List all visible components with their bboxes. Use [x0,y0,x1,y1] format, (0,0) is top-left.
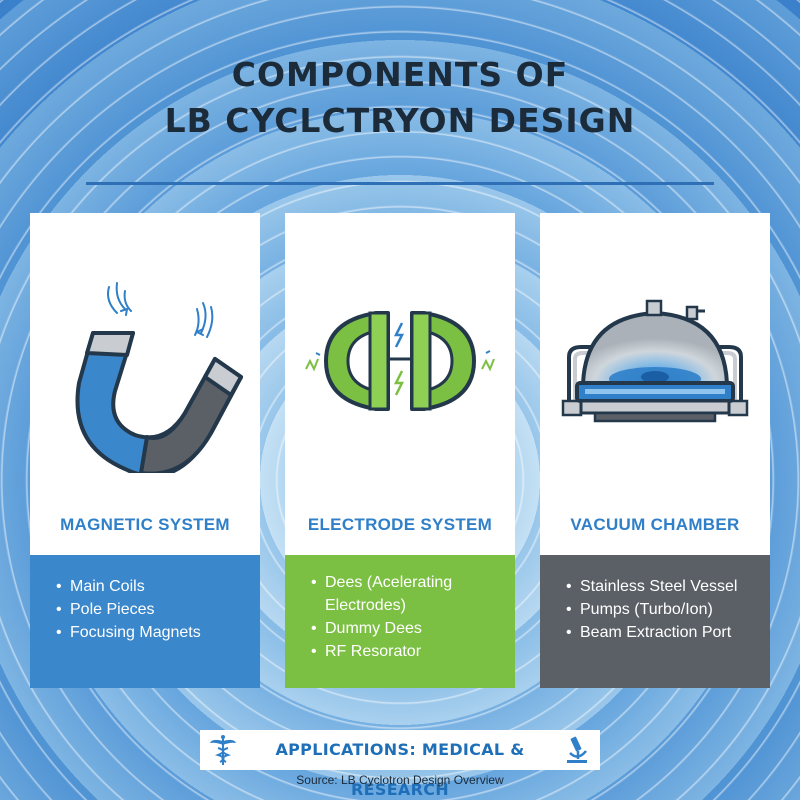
list-item: Dees (Acelerating [311,571,515,594]
title-divider [86,182,714,185]
card-list-band: Dees (Acelerating Electrodes) Dummy Dees… [285,555,515,688]
title-line-2: LB CYCLCTRYON DESIGN [164,101,636,140]
list-item: Focusing Magnets [56,621,260,644]
vacuum-chamber-icon [555,273,755,473]
source-caption: Source: LB Cyclotron Design Overview [296,773,504,787]
list-item: Stainless Steel Vessel [566,575,770,598]
card-list-band: Main Coils Pole Pieces Focusing Magnets [30,555,260,688]
list-item: Dummy Dees [311,617,515,640]
list-item: Pumps (Turbo/Ion) [566,598,770,621]
title-line-1: COMPONENTS OF [231,55,569,94]
list-item-continued: Electrodes) [325,597,406,614]
list-item: Pole Pieces [56,598,260,621]
component-list: Main Coils Pole Pieces Focusing Magnets [56,575,260,644]
card-heading: VACUUM CHAMBER [570,515,740,534]
component-list: Stainless Steel Vessel Pumps (Turbo/Ion)… [566,575,770,644]
card-electrode-system: ELECTRODE SYSTEM Dees (Acelerating Elect… [285,213,515,688]
dee-electrodes-icon [300,273,500,473]
list-item: RF Resorator [311,640,515,663]
card-vacuum-chamber: VACUUM CHAMBER Stainless Steel Vessel Pu… [540,213,770,688]
caduceus-icon [208,734,238,766]
list-item: Beam Extraction Port [566,621,770,644]
component-list: Dees (Acelerating Electrodes) Dummy Dees… [311,571,515,663]
applications-label: APPLICATIONS: MEDICAL & RESEARCH [275,740,525,799]
card-list-band: Stainless Steel Vessel Pumps (Turbo/Ion)… [540,555,770,688]
card-heading: MAGNETIC SYSTEM [60,515,230,534]
list-item: Main Coils [56,575,260,598]
card-heading: ELECTRODE SYSTEM [307,515,493,534]
applications-banner: APPLICATIONS: MEDICAL & RESEARCH [200,730,600,799]
microscope-icon [564,735,590,765]
card-magnetic-system: MAGNETIC SYSTEM Main Coils Pole Pieces F… [30,213,260,688]
magnet-icon [45,273,245,478]
page-title: COMPONENTS OF LB CYCLCTRYON DESIGN [0,52,800,144]
